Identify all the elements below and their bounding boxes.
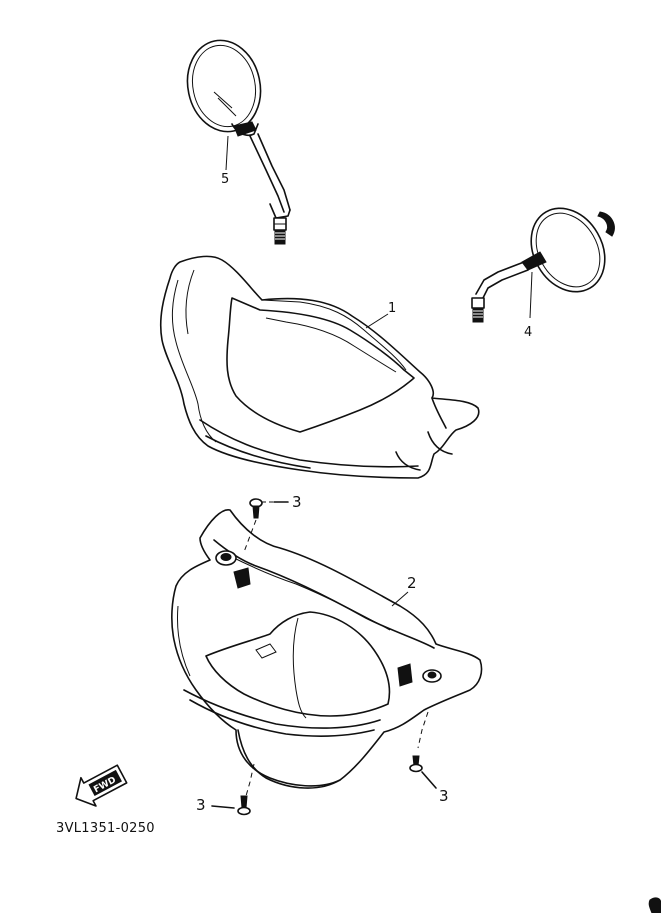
mirror-right-part-4 [471, 207, 615, 323]
callout-part-5: 5 [221, 172, 229, 187]
upper-handlebar-cover-part-1 [159, 255, 480, 479]
leader-part-4 [529, 271, 533, 319]
callout-part-4: 4 [524, 325, 532, 340]
callout-part-3-bottom: 3 [196, 796, 206, 814]
leader-part-2 [391, 591, 409, 607]
scan-artifact [648, 897, 661, 913]
screw-part-3-bottom [211, 763, 255, 816]
callout-part-2: 2 [407, 574, 417, 592]
callout-part-3-right: 3 [439, 787, 449, 805]
leader-part-5 [225, 135, 229, 171]
lower-handlebar-cover-part-2 [171, 509, 483, 789]
diagram-reference-code: 3VL1351-0250 [56, 821, 155, 836]
callout-part-1: 1 [388, 301, 396, 316]
screw-part-3-top [243, 498, 289, 553]
fwd-arrow-icon: FWD [75, 764, 128, 807]
mirror-left-part-5 [186, 39, 291, 245]
screw-part-3-right [409, 711, 437, 789]
callout-part-3-top: 3 [292, 493, 302, 511]
leader-part-1 [365, 313, 389, 329]
